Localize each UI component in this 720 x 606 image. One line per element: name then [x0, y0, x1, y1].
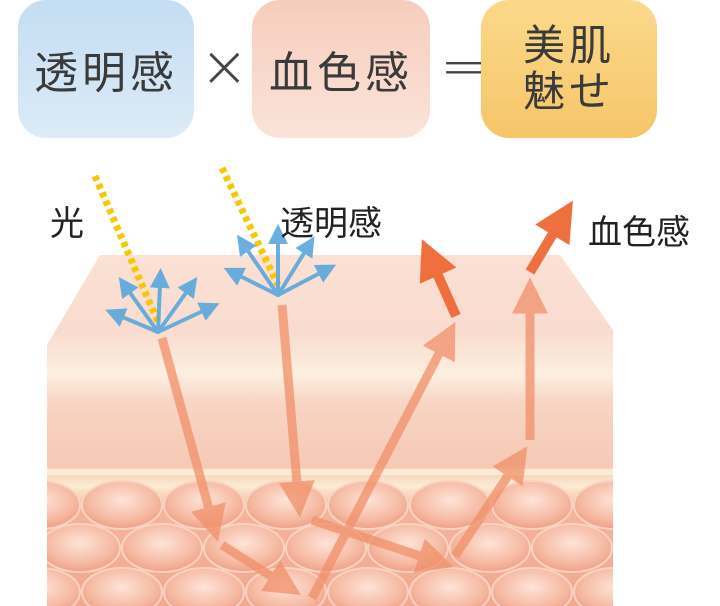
dermis-cell: [47, 480, 81, 530]
light-ray-2: [218, 166, 282, 287]
term-transparency-text: 透明感: [34, 48, 178, 99]
result-line-1: 美肌: [522, 21, 615, 70]
result-beautiful-skin-box: 美肌 魅せ: [481, 0, 657, 138]
dermis-cell: [531, 523, 613, 573]
dermis-cell: [163, 567, 245, 606]
dermis-cell: [491, 567, 573, 606]
dermis-cell: [81, 567, 163, 606]
dermis-cell: [81, 480, 163, 530]
path-up-2: [451, 446, 528, 559]
dermis-cell: [573, 480, 613, 530]
label-light: 光: [50, 204, 84, 244]
scatter-burst-2: [223, 224, 337, 297]
exit-arrow-1: [419, 239, 461, 319]
term-transparency-box: 透明感: [18, 0, 194, 138]
label-transparency: 透明感: [280, 204, 382, 244]
dermis-cell: [47, 567, 81, 606]
path-down-2: [219, 541, 302, 596]
dermis-cell: [121, 523, 203, 573]
path-up-1: [308, 322, 456, 601]
label-redness: 血色感: [588, 213, 690, 253]
dermis-cell: [203, 523, 285, 573]
path-down-1: [157, 336, 226, 542]
result-line-2: 魅せ: [522, 67, 615, 116]
scatter-burst-1: [105, 268, 220, 334]
path-down-3: [277, 304, 315, 518]
equals-operator: =: [440, 32, 489, 100]
path-side: [310, 515, 454, 573]
dermis-cell: [573, 567, 613, 606]
term-redness-text: 血色感: [269, 48, 413, 99]
exit-arrow-2: [525, 200, 573, 275]
multiply-operator: ×: [200, 32, 249, 100]
dermis-cell: [47, 523, 121, 573]
dermis-cell: [327, 567, 409, 606]
term-redness-box: 血色感: [252, 0, 430, 138]
